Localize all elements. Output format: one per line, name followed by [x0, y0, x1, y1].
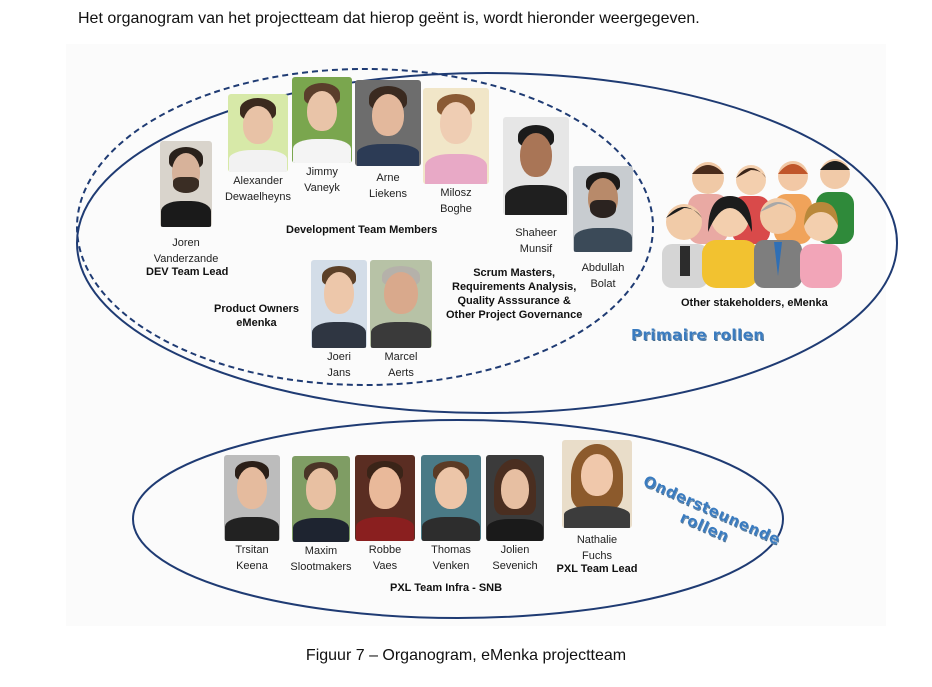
person-dev-member-1: Alexander Dewaelheyns	[218, 94, 298, 204]
pxl-team-label: PXL Team Infra - SNB	[390, 582, 503, 594]
dev-team-dashed-ellipse	[76, 68, 654, 386]
dev-lead-role: DEV Team Lead	[146, 266, 229, 278]
photo-product-owner-1	[311, 260, 367, 348]
po-label-line-2: eMenka	[236, 317, 277, 329]
support-member-2-first-name: Maxim	[304, 545, 338, 557]
dev-member-2-first-name: Jimmy	[306, 166, 338, 178]
dev-member-6-last-name: Bolat	[590, 278, 616, 290]
person-dev-member-4: Milosz Boghe	[418, 88, 494, 216]
photo-support-member-2	[292, 456, 350, 542]
primary-roles-title: Primaire rollen	[631, 326, 765, 344]
primary-roles-ellipse	[76, 72, 898, 414]
person-product-owner-1: Joeri Jans	[306, 260, 372, 380]
photo-dev-member-3	[355, 80, 421, 166]
support-roles-ellipse	[132, 419, 784, 619]
person-support-member-1: Trsitan Keena	[220, 455, 284, 573]
person-dev-member-3: Arne Liekens	[348, 80, 428, 201]
dev-member-2-last-name: Vaneyk	[304, 182, 340, 194]
dev-member-1-last-name: Dewaelheyns	[224, 191, 292, 203]
product-owner-2-first-name: Marcel	[384, 351, 418, 363]
po-label-line-1: Product Owners	[214, 303, 299, 315]
support-member-5-first-name: Jolien	[500, 544, 530, 556]
support-lead-last-name: Fuchs	[582, 550, 612, 562]
dev-member-4-last-name: Boghe	[440, 203, 472, 215]
person-support-lead: Nathalie Fuchs PXL Team Lead	[552, 440, 642, 575]
person-support-member-4: Thomas Venken	[418, 455, 484, 573]
dev-member-3-last-name: Liekens	[369, 188, 407, 200]
person-support-member-5: Jolien Sevenich	[482, 455, 548, 573]
support-member-4-first-name: Thomas	[431, 544, 471, 556]
dev-member-5-first-name: Shaheer	[515, 227, 557, 239]
support-lead-first-name: Nathalie	[576, 534, 618, 546]
scrum-label-line-4: Other Project Governance	[446, 309, 583, 321]
support-member-1-last-name: Keena	[236, 560, 268, 572]
person-support-member-2: Maxim Slootmakers	[286, 456, 356, 574]
product-owner-1-first-name: Joeri	[327, 351, 351, 363]
photo-support-member-5	[486, 455, 544, 541]
person-product-owner-2: Marcel Aerts	[366, 260, 436, 380]
product-owners-label: Product Owners eMenka	[214, 302, 299, 330]
support-member-4-last-name: Venken	[432, 560, 470, 572]
person-dev-member-6: Abdullah Bolat	[568, 166, 638, 291]
figure-caption: Figuur 7 – Organogram, eMenka projecttea…	[305, 647, 627, 664]
person-support-member-3: Robbe Vaes	[352, 455, 418, 573]
person-dev-lead: Joren Vanderzande DEV Team Lead	[146, 141, 229, 278]
support-member-3-first-name: Robbe	[368, 544, 402, 556]
photo-dev-member-5	[503, 117, 569, 215]
support-member-5-last-name: Sevenich	[492, 560, 538, 572]
photo-dev-member-1	[228, 94, 288, 172]
dev-member-3-first-name: Arne	[376, 172, 400, 184]
dev-member-4-first-name: Milosz	[440, 187, 472, 199]
dev-member-6-first-name: Abdullah	[581, 262, 625, 274]
dev-lead-first-name: Joren	[172, 237, 200, 249]
person-dev-member-5: Shaheer Munsif	[498, 117, 574, 256]
dev-team-label: Development Team Members	[286, 224, 438, 236]
photo-dev-lead	[160, 141, 212, 227]
intro-text: Het organogram van het projectteam dat h…	[78, 10, 700, 27]
person-dev-member-2: Jimmy Vaneyk	[287, 77, 357, 195]
scrum-label-line-3: Quality Asssurance &	[457, 295, 571, 307]
photo-support-member-3	[355, 455, 415, 541]
photo-dev-member-6	[573, 166, 633, 252]
support-lead-role: PXL Team Lead	[556, 563, 638, 575]
dev-member-5-last-name: Munsif	[519, 243, 553, 255]
photo-dev-member-4	[423, 88, 489, 184]
support-member-1-first-name: Trsitan	[235, 544, 269, 556]
dev-member-1-first-name: Alexander	[233, 175, 283, 187]
support-member-3-last-name: Vaes	[372, 560, 398, 572]
photo-product-owner-2	[370, 260, 432, 348]
dev-lead-last-name: Vanderzande	[153, 253, 219, 265]
photo-support-member-1	[224, 455, 280, 541]
scrum-label-line-1: Scrum Masters,	[473, 267, 556, 279]
photo-support-member-4	[421, 455, 481, 541]
product-owner-2-last-name: Aerts	[388, 367, 414, 379]
support-member-2-last-name: Slootmakers	[290, 561, 352, 573]
stakeholders-label: Other stakeholders, eMenka	[681, 297, 828, 309]
product-owner-1-last-name: Jans	[327, 367, 351, 379]
scrum-governance-label: Scrum Masters, Requirements Analysis, Qu…	[446, 266, 582, 322]
scrum-label-line-2: Requirements Analysis,	[452, 281, 577, 293]
stakeholders-illustration	[662, 159, 854, 288]
photo-dev-member-2	[292, 77, 352, 163]
photo-support-lead	[562, 440, 632, 528]
